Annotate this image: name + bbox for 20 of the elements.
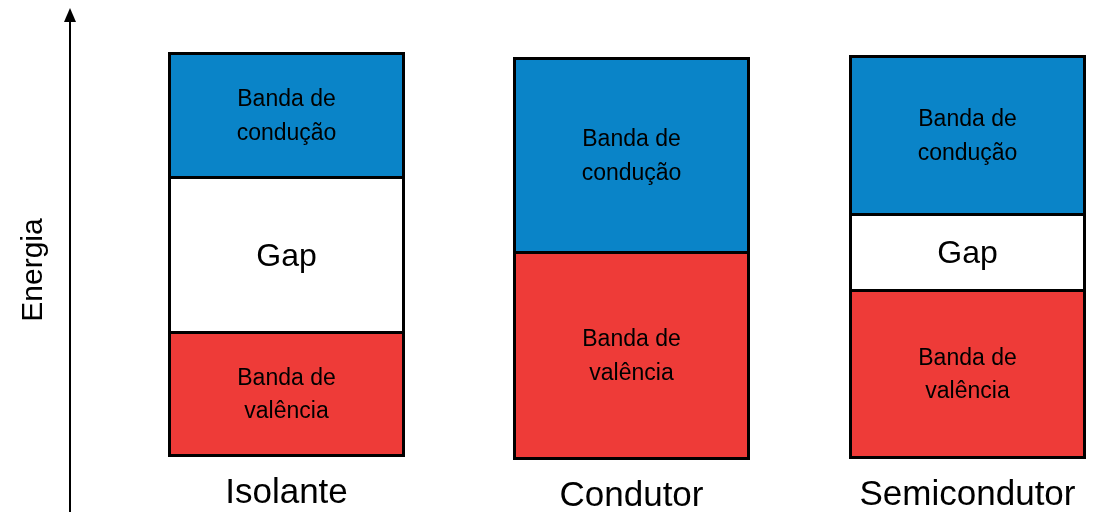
band-label: Gap xyxy=(255,235,318,275)
band-gap xyxy=(852,216,1083,289)
band-label: Banda de condução xyxy=(235,84,338,147)
material-label: Condutor xyxy=(559,474,704,512)
valence-band xyxy=(852,292,1083,456)
band-label: Banda de condução xyxy=(580,124,683,187)
band-label: Banda de condução xyxy=(916,104,1019,167)
material-label: Semicondutor xyxy=(859,473,1076,512)
valence-band xyxy=(171,334,402,454)
valence-band xyxy=(516,254,747,457)
band-label: Banda de valência xyxy=(236,362,337,425)
conduction-band xyxy=(852,58,1083,213)
conduction-band xyxy=(171,55,402,176)
band-label: Gap xyxy=(936,233,999,273)
band-gap xyxy=(171,179,402,331)
band-label: Banda de valência xyxy=(581,324,682,387)
axis-label: Energia xyxy=(15,217,49,324)
band-label: Banda de valência xyxy=(917,342,1018,405)
material-label: Isolante xyxy=(225,471,348,511)
conduction-band xyxy=(516,60,747,251)
